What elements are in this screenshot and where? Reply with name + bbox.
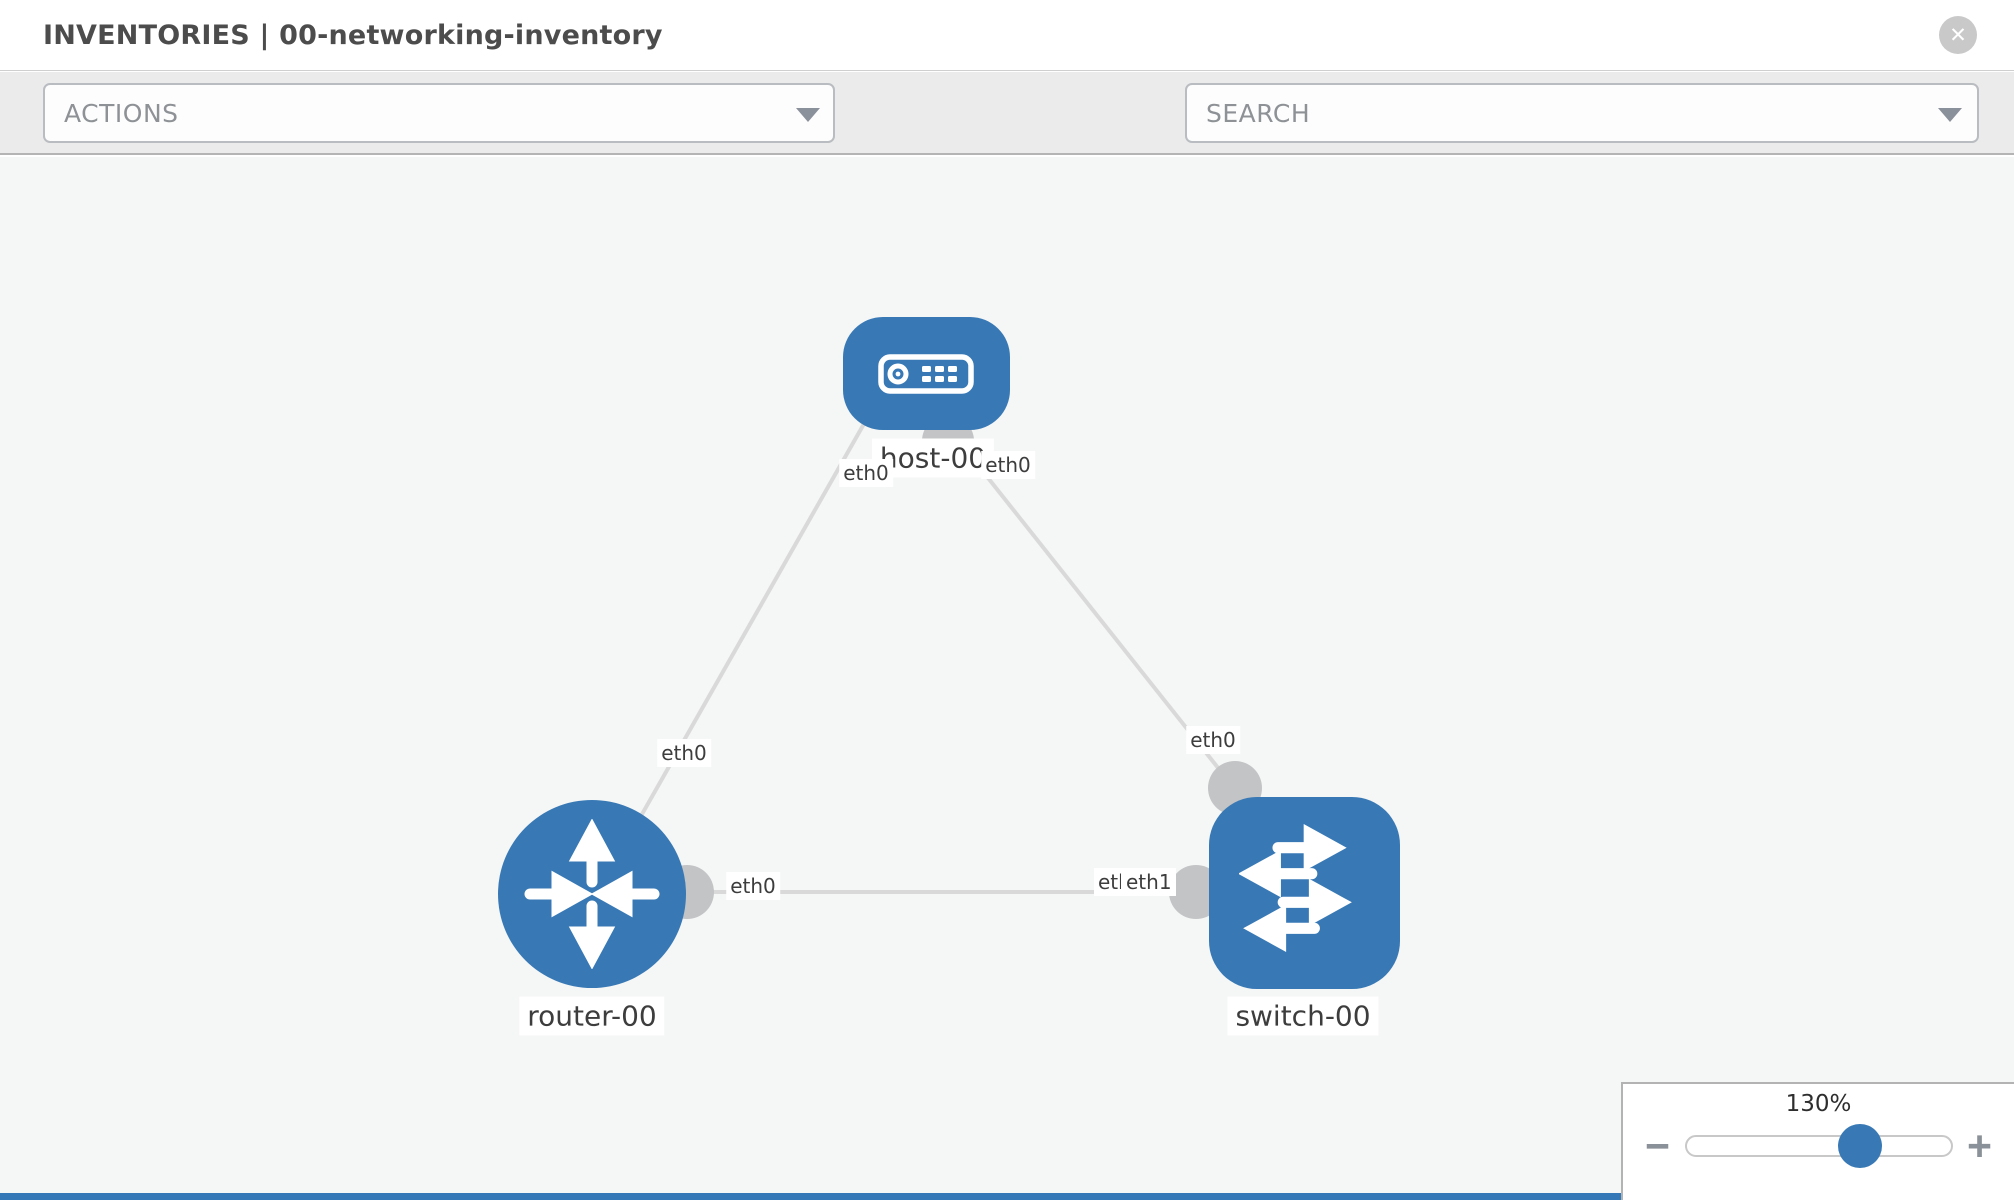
interface-label-host-eth0-right: eth0 (981, 451, 1035, 479)
node-label-router: router-00 (519, 996, 665, 1036)
zoom-in-button[interactable]: + (1968, 1126, 1992, 1166)
chevron-down-icon (796, 108, 820, 122)
topology-canvas[interactable]: host-00 router-00 switch-00 eth0 eth0 et… (0, 157, 2014, 1200)
interface-label-switch-eth0-up: eth0 (1186, 726, 1240, 754)
zoom-slider-track[interactable] (1684, 1124, 1953, 1168)
actions-dropdown-label: ACTIONS (64, 98, 179, 128)
toolbar: ACTIONS SEARCH (0, 72, 2014, 211)
search-dropdown-label: SEARCH (1206, 98, 1311, 128)
node-label-switch: switch-00 (1227, 996, 1379, 1036)
header: INVENTORIES | 00-networking-inventory ✕ (0, 0, 2014, 71)
interface-label-host-eth0-left: eth0 (839, 459, 893, 487)
minus-icon: − (1645, 1123, 1670, 1169)
zoom-level-value: 130% (1785, 1091, 1852, 1117)
chevron-down-icon (1938, 108, 1962, 122)
interface-label-switch-eth1: eth1 (1121, 868, 1176, 896)
footer-bar (0, 1193, 1621, 1200)
zoom-control-panel: 130% − + (1621, 1082, 2014, 1200)
page-title: INVENTORIES | 00-networking-inventory (43, 20, 663, 51)
topology-links-layer (606, 415, 1262, 919)
zoom-slider-thumb[interactable] (1837, 1124, 1882, 1168)
close-icon: ✕ (1949, 23, 1967, 47)
server-icon (878, 354, 974, 394)
interface-label-router-eth0: eth0 (726, 872, 780, 900)
interface-label-router-eth0-up: eth0 (657, 739, 711, 767)
node-router-00[interactable] (498, 800, 686, 988)
node-host-00[interactable] (843, 317, 1010, 430)
router-icon (524, 819, 660, 969)
search-dropdown[interactable]: SEARCH (1185, 83, 1979, 143)
plus-icon: + (1967, 1123, 1992, 1169)
actions-dropdown[interactable]: ACTIONS (43, 83, 835, 143)
link-host-router[interactable] (606, 421, 867, 875)
node-switch-00[interactable] (1209, 797, 1400, 989)
switch-icon (1239, 824, 1352, 952)
close-button[interactable]: ✕ (1939, 16, 1977, 54)
zoom-out-button[interactable]: − (1645, 1126, 1669, 1166)
